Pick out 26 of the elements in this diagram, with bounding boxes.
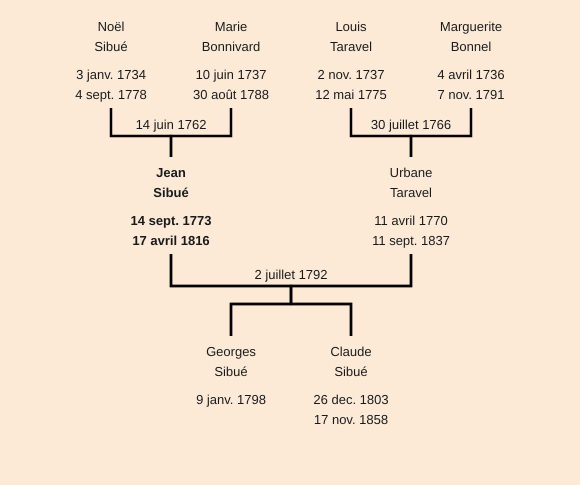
life-date: 26 dec. 1803	[313, 391, 389, 409]
person-name: Claude Sibué	[330, 343, 372, 381]
person-name: Jean Sibué	[153, 164, 189, 202]
family-line	[170, 108, 232, 157]
life-date: 10 juin 1737	[194, 66, 268, 84]
family-line	[290, 254, 412, 336]
life-date: 7 nov. 1791	[437, 86, 505, 104]
person-name: Marguerite Bonnel	[440, 18, 502, 56]
life-date: 11 avril 1770	[373, 212, 449, 230]
life-date: 4 sept. 1778	[75, 86, 147, 104]
life-date: 11 sept. 1837	[372, 232, 450, 250]
person-name: Louis Taravel	[330, 18, 372, 56]
person-name: Noël Sibué	[94, 18, 128, 56]
life-date: 9 janv. 1798	[196, 391, 266, 409]
family-line	[410, 108, 472, 157]
life-date: 4 avril 1736	[437, 66, 505, 84]
life-date: 30 août 1788	[193, 86, 269, 104]
life-date: 2 nov. 1737	[316, 66, 386, 84]
life-date: 17 nov. 1858	[313, 411, 389, 429]
life-date: 17 avril 1816	[131, 232, 211, 250]
life-date: 14 sept. 1773	[130, 212, 212, 230]
person-name: Urbane Taravel	[390, 164, 432, 202]
person-name: Marie Bonnivard	[202, 18, 260, 56]
life-date: 12 mai 1775	[315, 86, 387, 104]
life-date: 3 janv. 1734	[75, 66, 147, 84]
person-name: Georges Sibué	[206, 343, 256, 381]
